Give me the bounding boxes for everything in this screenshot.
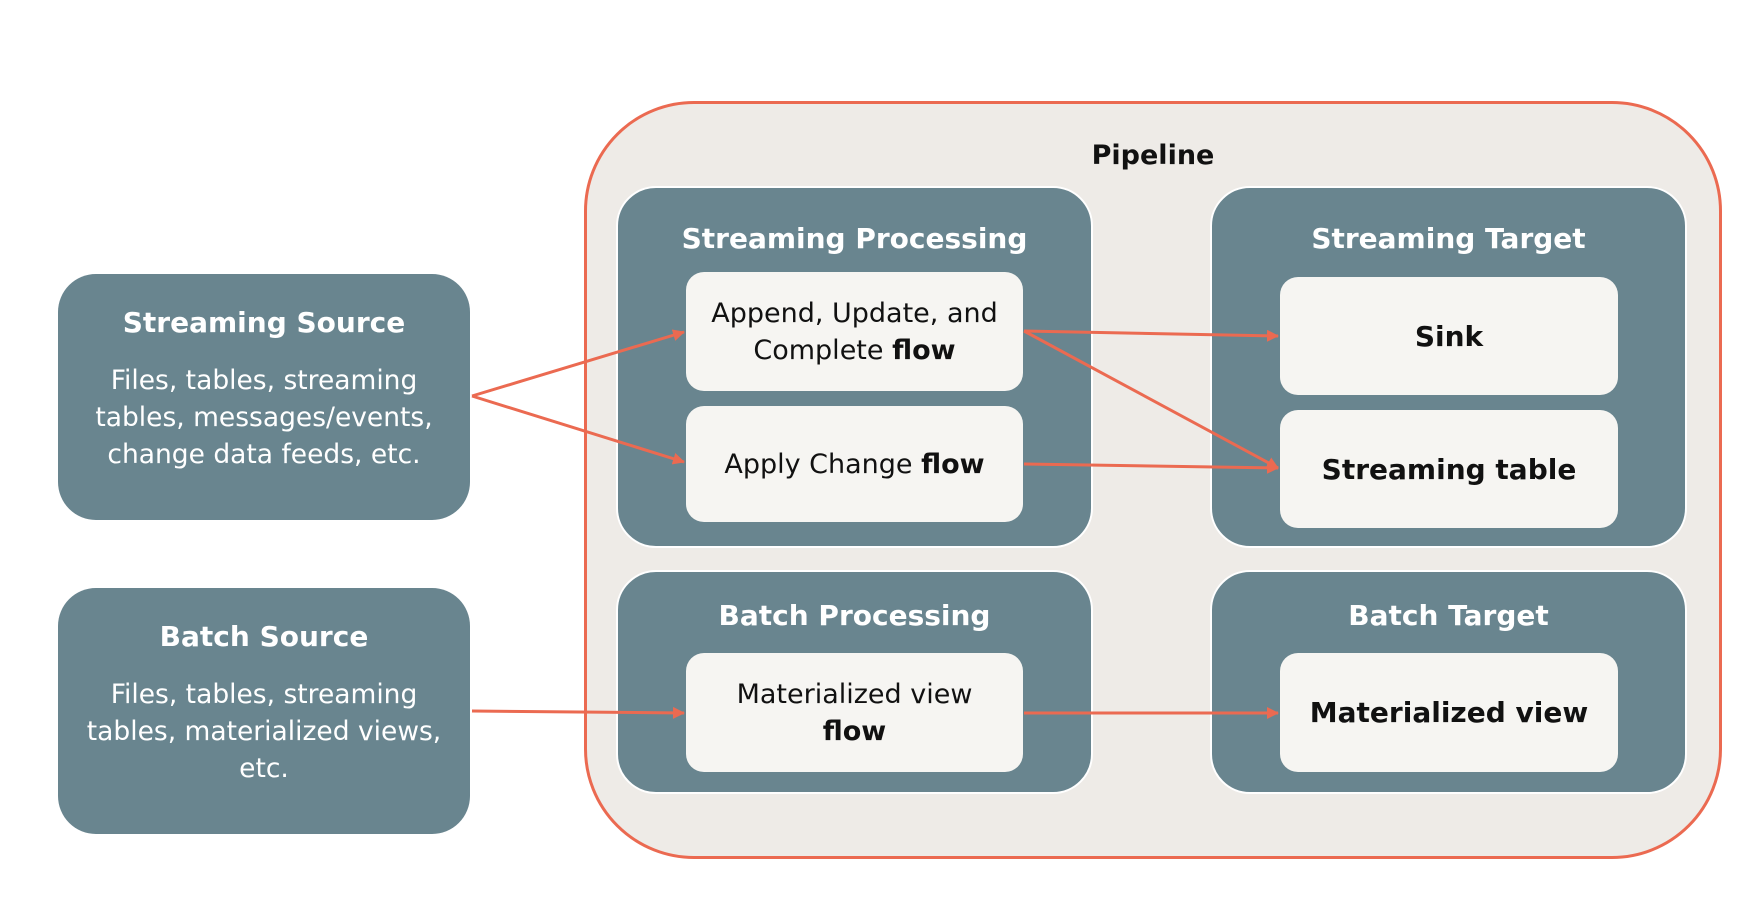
streaming-source: Streaming Source Files, tables, streamin… xyxy=(58,274,470,520)
apply-change-flow-node: Apply Change flow xyxy=(686,406,1023,522)
arrow-streaming-source-to-apply-change xyxy=(471,394,685,465)
streaming-target-title: Streaming Target xyxy=(1311,222,1586,255)
arrow-append-flow-to-sink xyxy=(1023,329,1279,342)
materialized-view-node: Materialized view xyxy=(1280,653,1618,772)
append-update-complete-flow-node: Append, Update, and Complete flow xyxy=(686,272,1023,391)
sink-node: Sink xyxy=(1280,277,1618,395)
streaming-table-node: Streaming table xyxy=(1280,410,1618,528)
materialized-view-flow-label: Materialized view flow xyxy=(736,678,973,747)
apply-change-flow-label: Apply Change flow xyxy=(724,448,985,480)
batch-target-title: Batch Target xyxy=(1348,599,1549,632)
pipeline-title: Pipeline xyxy=(1091,140,1215,171)
arrow-streaming-source-to-append-flow xyxy=(471,329,685,398)
arrow-append-flow-to-streaming-table xyxy=(1023,329,1279,470)
batch-source-description: Files, tables, streaming tables, materia… xyxy=(86,679,442,784)
batch-source-title: Batch Source xyxy=(159,620,369,653)
batch-processing-title: Batch Processing xyxy=(718,599,991,632)
materialized-view-flow-node: Materialized view flow xyxy=(686,653,1023,772)
arrow-batch-source-to-mv-flow xyxy=(471,706,685,719)
streaming-processing-title: Streaming Processing xyxy=(681,222,1028,255)
batch-source: Batch Source Files, tables, streaming ta… xyxy=(58,588,470,834)
arrow-apply-change-to-streaming-table xyxy=(1023,461,1279,474)
append-flow-label: Append, Update, and Complete flow xyxy=(711,297,998,366)
streaming-source-description: Files, tables, streaming tables, message… xyxy=(95,365,433,470)
streaming-source-title: Streaming Source xyxy=(122,306,406,339)
